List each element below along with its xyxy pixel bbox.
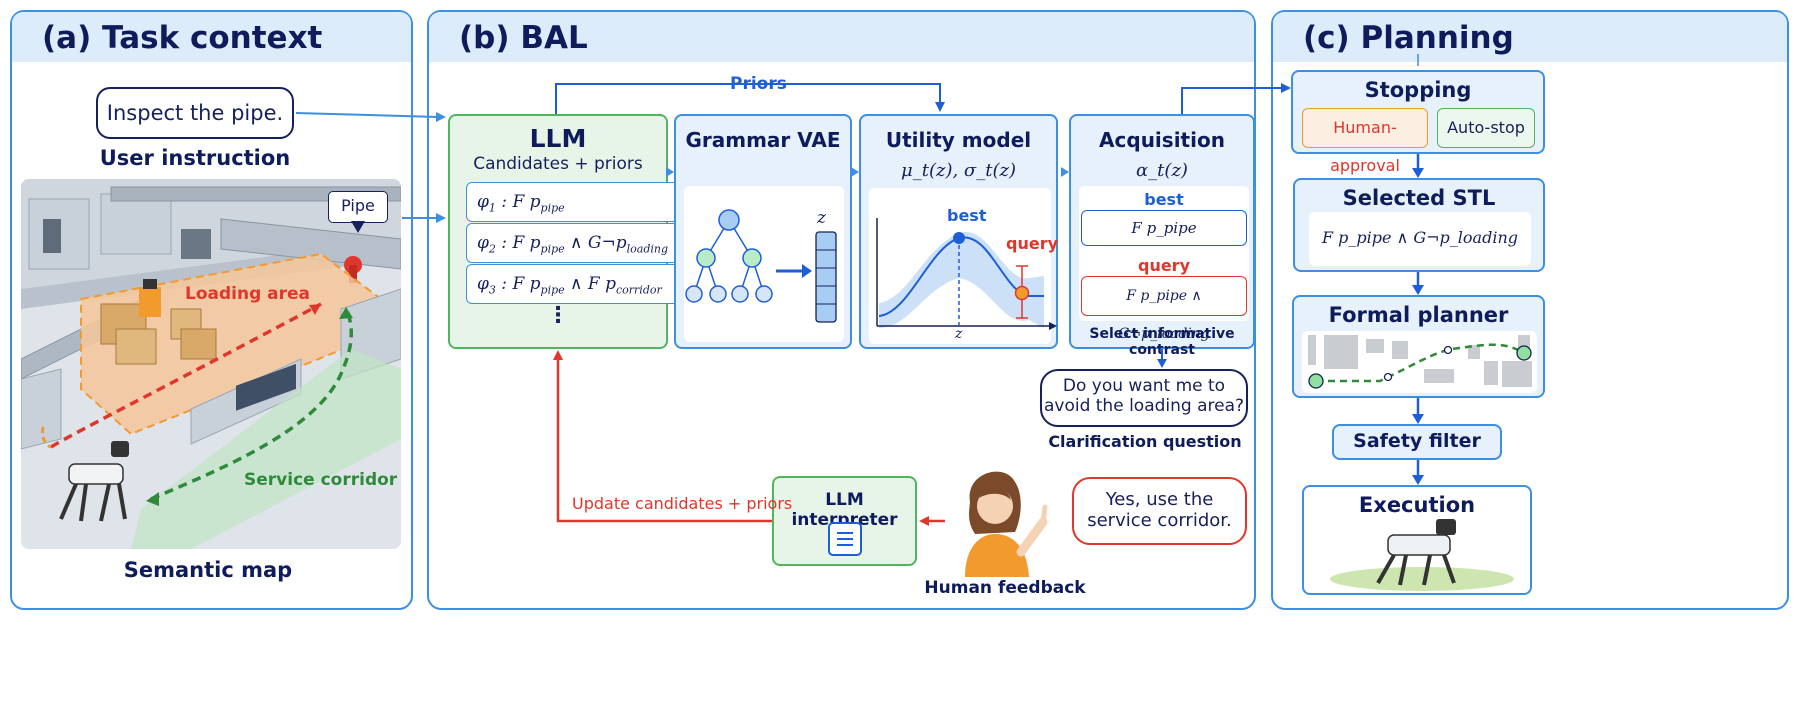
feedback-line1: Yes, use the — [1105, 489, 1214, 510]
utility-query-label: query — [1006, 234, 1059, 253]
selected-stl-inner: F p_pipe ∧ G¬p_loading — [1309, 212, 1531, 266]
formal-planner-map — [1302, 331, 1537, 393]
acquisition-title: Acquisition — [1099, 128, 1225, 152]
candidate-part: : F p — [495, 192, 541, 212]
candidate-formula-2: φ2 : F ppipe ∧ G¬ploading — [466, 223, 692, 263]
feedback-line2: service corridor. — [1087, 510, 1232, 531]
candidate-part: 3 — [488, 283, 496, 297]
candidate-part: φ — [477, 192, 489, 212]
candidate-part: pipe — [540, 242, 565, 256]
task-context-title: (a) Task context — [42, 20, 323, 56]
human-approval-pill: Human-approval — [1302, 108, 1428, 175]
selected-stl-title: Selected STL — [1342, 186, 1496, 210]
candidate-part: loading — [626, 242, 669, 256]
candidate-formula-1: φ1 : F ppipe — [466, 182, 692, 222]
task-context-header — [12, 12, 411, 62]
utility-best-label: best — [947, 206, 987, 225]
candidate-part: pipe — [540, 201, 565, 215]
clarification-line2: avoid the loading area? — [1043, 396, 1245, 416]
candidate-part: φ — [477, 274, 489, 294]
acquisition-query-formula: F p_pipe ∧ G¬p_loading — [1081, 276, 1247, 342]
acquisition-inner: best F p_pipe query F p_pipe ∧ G¬p_loadi… — [1079, 186, 1249, 342]
stopping-box: Stopping Human-approval Auto-stop — [1291, 70, 1545, 175]
utility-plot: best query z — [869, 188, 1058, 344]
candidate-formula-3: φ3 : F ppipe ∧ F pcorridor — [466, 264, 692, 304]
candidate-part: 2 — [488, 242, 496, 256]
llm-subtitle: Candidates + priors — [473, 154, 643, 174]
semantic-map-caption: Semantic map — [123, 558, 293, 582]
acquisition-query-label: query — [1137, 256, 1190, 275]
loading-area-label: Loading area — [185, 284, 311, 304]
execution-title: Execution — [1358, 493, 1476, 517]
document-icon — [828, 522, 862, 556]
llm-interpreter-title: LLM interpreter — [791, 490, 898, 530]
planning-header — [1273, 12, 1787, 62]
candidate-part: φ — [477, 233, 489, 253]
candidate-part: ∧ F p — [564, 274, 616, 294]
llm-interpreter-box: LLM interpreter — [772, 476, 917, 566]
candidate-part: : F p — [495, 233, 541, 253]
bal-title: (b) BAL — [459, 20, 588, 56]
formal-planner-title: Formal planner — [1328, 303, 1509, 327]
update-candidates-label: Update candidates + priors — [572, 494, 793, 513]
planning-title: (c) Planning — [1303, 20, 1514, 56]
feedback-caption: Human feedback — [924, 578, 1086, 598]
clarification-caption: Clarification question — [1048, 432, 1242, 451]
grammar-vae-title: Grammar VAE — [685, 128, 841, 152]
human-figure — [945, 462, 1065, 577]
grammar-tree-diagram — [685, 209, 837, 323]
pipe-label: Pipe — [341, 196, 375, 215]
auto-stop-pill: Auto-stop — [1437, 108, 1535, 148]
candidate-part: : F p — [495, 274, 541, 294]
safety-filter-box: Safety filter — [1332, 424, 1502, 460]
execution-robot-illustration — [1330, 519, 1514, 591]
planner-path-diagram — [1308, 335, 1532, 389]
priors-label: Priors — [730, 74, 787, 94]
selected-stl-formula: F p_pipe ∧ G¬p_loading — [1321, 228, 1518, 247]
candidate-ellipsis: ⋮ — [547, 303, 569, 328]
utility-model-box: Utility model μ_t(z), σ_t(z) best query … — [859, 114, 1058, 349]
utility-gp-plot — [876, 218, 1057, 330]
acquisition-best-label: best — [1144, 190, 1184, 209]
candidate-part: ∧ G¬p — [564, 233, 627, 253]
grammar-vae-inner: z — [684, 186, 844, 342]
semantic-map-illustration — [21, 179, 401, 549]
utility-axis-label: z — [955, 326, 963, 342]
candidate-part: pipe — [540, 283, 565, 297]
user-instruction-bubble: Inspect the pipe. — [96, 87, 294, 139]
acquisition-caption: Select informative contrast — [1089, 326, 1235, 358]
user-instruction-caption: User instruction — [99, 146, 291, 170]
candidate-part: corridor — [616, 283, 662, 297]
stopping-title: Stopping — [1364, 78, 1472, 102]
semantic-map — [21, 179, 401, 549]
selected-stl-box: Selected STL F p_pipe ∧ G¬p_loading — [1293, 178, 1545, 272]
user-instruction-text: Inspect the pipe. — [106, 101, 284, 125]
candidate-part: 1 — [488, 201, 496, 215]
service-corridor-label: Service corridor — [244, 470, 398, 490]
bal-header — [429, 12, 1254, 62]
acquisition-formula: α_t(z) — [1136, 160, 1188, 181]
llm-title: LLM — [529, 124, 587, 153]
execution-box: Execution — [1302, 485, 1532, 595]
acquisition-best-formula: F p_pipe — [1081, 210, 1247, 246]
clarification-line1: Do you want me to — [1062, 376, 1226, 396]
feedback-bubble: Yes, use the service corridor. — [1072, 477, 1247, 545]
formal-planner-box: Formal planner — [1292, 295, 1545, 398]
grammar-vae-box: Grammar VAE z — [674, 114, 852, 349]
human-figure-illustration — [965, 471, 1048, 577]
utility-formula: μ_t(z), σ_t(z) — [901, 160, 1016, 181]
safety-filter-title: Safety filter — [1353, 430, 1481, 452]
pipe-label-pointer — [351, 221, 365, 233]
acquisition-box: Acquisition α_t(z) best F p_pipe query F… — [1069, 114, 1255, 358]
latent-z-label: z — [817, 208, 826, 228]
utility-title: Utility model — [885, 128, 1032, 152]
pipe-label-box: Pipe — [328, 191, 388, 223]
clarification-bubble: Do you want me to avoid the loading area… — [1040, 369, 1248, 427]
